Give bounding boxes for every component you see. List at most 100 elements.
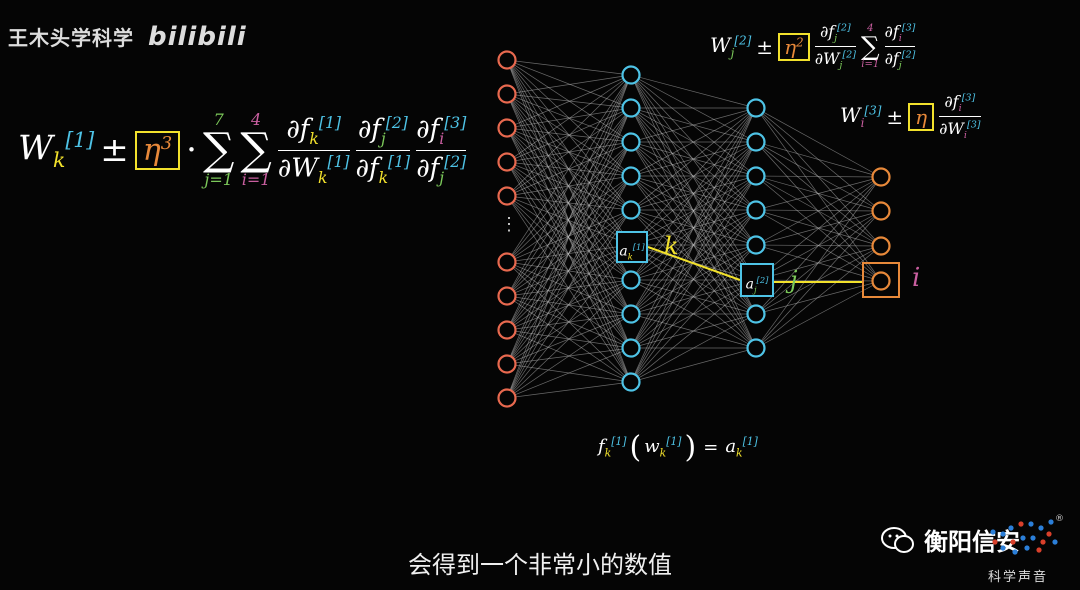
network-edge (630, 107, 757, 349)
hidden1-neuron (621, 372, 641, 392)
network-edge (630, 107, 757, 246)
network-edge (506, 175, 632, 399)
network-edge (755, 107, 882, 247)
hidden2-neuron (746, 338, 766, 358)
network-edge (506, 261, 632, 281)
network-edge (506, 74, 632, 365)
network-edge (506, 209, 632, 399)
network-edge (630, 107, 757, 177)
hidden1-neuron (621, 338, 641, 358)
brand-dot (1012, 549, 1018, 555)
network-edges (506, 59, 882, 399)
network-edge (506, 141, 632, 399)
brand-dot (1000, 531, 1006, 537)
node-a2j-label: aj[2] (740, 263, 774, 297)
network-edge (755, 210, 882, 349)
network-edge (630, 347, 757, 383)
brand-dot (1048, 519, 1054, 525)
network-edge (630, 107, 757, 315)
network-edge (506, 279, 632, 399)
brand-dot (1010, 539, 1016, 545)
network-edge (755, 280, 882, 349)
network-edge (506, 74, 632, 263)
network-edge (755, 279, 882, 282)
brand-dot (1028, 521, 1034, 527)
input-neuron (497, 252, 517, 272)
highlight-path (647, 246, 862, 283)
network-edge (755, 175, 882, 178)
frac-df1-dw1: ∂fk[1] ∂Wk[1] (277, 113, 350, 187)
output-neuron (871, 236, 891, 256)
plus-minus: ± (100, 130, 129, 170)
hidden1-neuron (621, 132, 641, 152)
registered-mark: ® (1055, 514, 1064, 524)
network-edge (755, 141, 882, 178)
brand-dot (1008, 525, 1014, 531)
input-neuron (497, 152, 517, 172)
network-edge (506, 74, 632, 95)
brand-dot (1036, 547, 1042, 553)
network-edge (630, 74, 757, 211)
highlight-edge (647, 246, 741, 281)
output-neuron (871, 271, 891, 291)
hidden2-neuron (746, 132, 766, 152)
network-edge (506, 107, 632, 399)
hidden2-neuron (746, 235, 766, 255)
network-edge (630, 107, 757, 143)
hidden2-neuron (746, 304, 766, 324)
index-j: j (790, 266, 798, 294)
eta-box: η2 (778, 32, 810, 61)
input-neuron (497, 186, 517, 206)
network-edge (630, 107, 757, 383)
brand-dot (1000, 545, 1006, 551)
brand-dot (992, 539, 998, 545)
sum-j: 7∑j=1 (202, 110, 235, 189)
input-neuron (497, 286, 517, 306)
weight-update-formula-layer1: Wk[1] ± η3 · 7∑j=1 4∑i=1 ∂fk[1] ∂Wk[1] ∂… (18, 110, 467, 189)
input-neuron (497, 320, 517, 340)
network-edge (506, 313, 632, 399)
network-edge (755, 176, 882, 246)
brand-tagline: 科学声音 (988, 570, 1049, 585)
brand-dot (1046, 531, 1052, 537)
network-edge (630, 74, 757, 246)
wechat-icon (881, 526, 914, 553)
network-edge (506, 59, 632, 76)
network-edge (630, 141, 757, 383)
hidden1-neuron (621, 200, 641, 220)
network-edge (755, 209, 882, 212)
index-i: i (912, 263, 921, 293)
network-edge (630, 209, 757, 383)
network-edge (755, 176, 882, 315)
hidden1-neuron (621, 166, 641, 186)
index-k: k (664, 232, 679, 260)
network-edge (755, 176, 882, 211)
node-a1k-label: ak[1] (616, 231, 648, 263)
network-edge (630, 313, 757, 383)
network-edge (506, 195, 632, 246)
network-edge (630, 175, 757, 383)
eta-box: η (908, 102, 935, 131)
network-edge (630, 107, 757, 281)
subtitle-caption: 会得到一个非常小的数值 (408, 551, 672, 579)
dot: · (186, 130, 197, 170)
output-neuron (871, 201, 891, 221)
network-edge (506, 74, 632, 197)
network-edge (630, 74, 757, 109)
input-neuron (497, 118, 517, 138)
input-neuron (497, 50, 517, 70)
brand-dot (990, 529, 996, 535)
ellipsis: ⋮ (500, 214, 518, 235)
weight-update-formula-layer3: Wi[3] ± η ∂fi[3] ∂Wi[3] (840, 92, 981, 142)
hidden1-neuron (621, 65, 641, 85)
brand-dot (1030, 535, 1036, 541)
network-edge (506, 74, 632, 331)
weight-update-formula-layer2: Wj[2] ± η2 ∂fj[2] ∂Wj[2] 4∑i=1 ∂fi[3] ∂f… (710, 22, 916, 72)
brand-dot (1038, 525, 1044, 531)
network-edge (630, 74, 757, 177)
bilibili-logo: bilibili (147, 22, 247, 52)
network-edge (755, 210, 882, 246)
network-edge (755, 141, 882, 282)
